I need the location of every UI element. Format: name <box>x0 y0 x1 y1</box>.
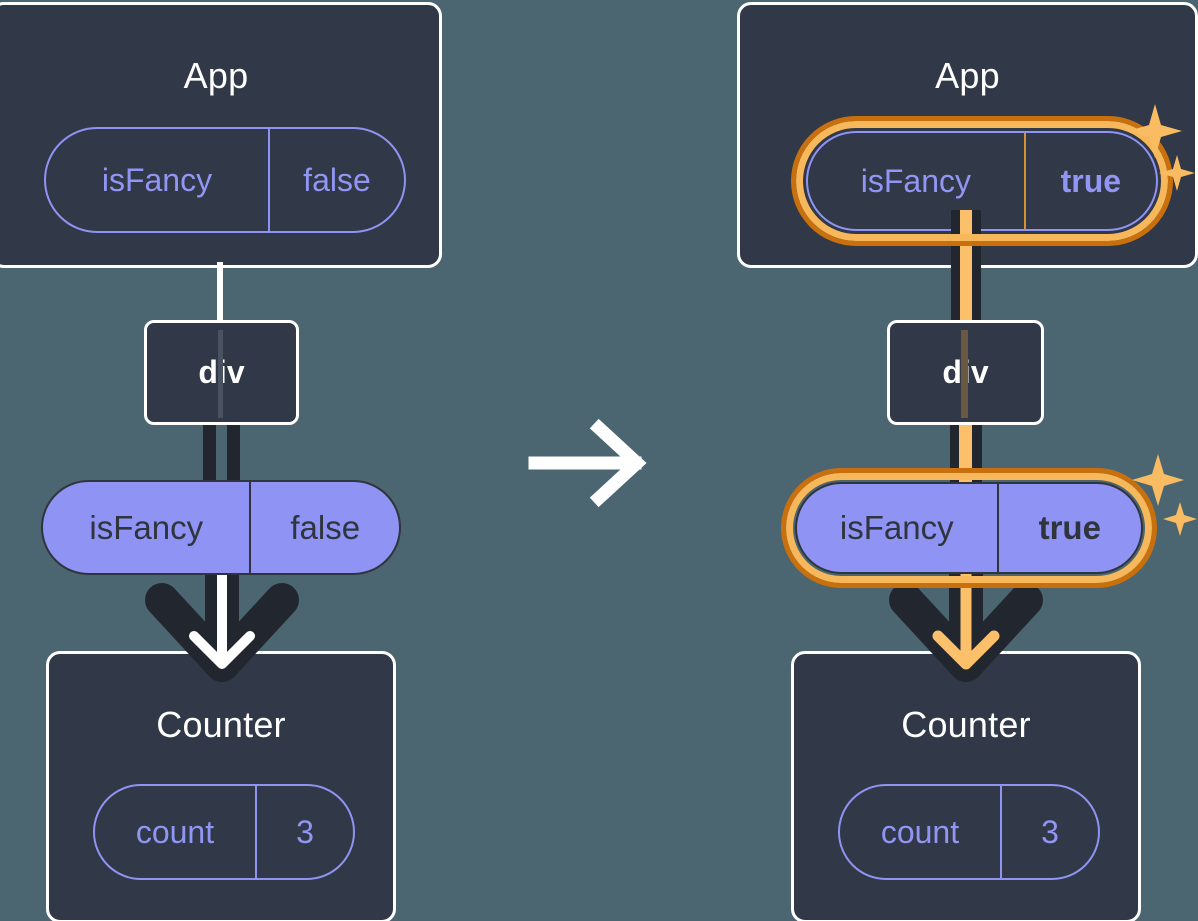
app-node-title-before: App <box>183 55 249 96</box>
propagation-arrow-before <box>145 570 299 682</box>
prop-pill-key-before: isFancy <box>89 508 204 546</box>
app-state-pill-value-after: true <box>1023 133 1156 229</box>
connector-div-to-pill-left-before <box>203 423 216 485</box>
propagation-arrow-after <box>889 570 1043 682</box>
right-arrow-icon <box>528 418 647 508</box>
prop-pill-value-after: true <box>996 484 1141 572</box>
prop-pill-before: isFancy false <box>41 480 401 575</box>
prop-pill-value-before: false <box>249 482 399 573</box>
counter-state-pill-before: count 3 <box>93 784 355 880</box>
app-node-before: App isFancy false <box>0 2 442 268</box>
counter-node-title-after: Counter <box>901 704 1031 745</box>
app-state-pill-value-before: false <box>267 129 404 231</box>
prop-pill-after: isFancy true <box>795 482 1143 574</box>
counter-state-pill-value-before: 3 <box>254 786 353 878</box>
connector-app-to-div-core-after <box>960 210 972 328</box>
app-state-pill-after: isFancy true <box>806 131 1158 231</box>
connector-div-to-pill-right-before <box>227 423 240 485</box>
counter-node-before: Counter count 3 <box>46 651 396 921</box>
prop-pill-key-after: isFancy <box>839 509 954 546</box>
counter-state-pill-after: count 3 <box>838 784 1100 880</box>
counter-node-after: Counter count 3 <box>791 651 1141 921</box>
app-state-pill-key-after: isFancy <box>860 162 971 199</box>
sparkle-icon-prop-after <box>1132 454 1197 536</box>
connector-through-div-before <box>218 330 223 418</box>
sparkle-icon-app-after <box>1128 104 1195 191</box>
app-node-title-after: App <box>935 55 1000 96</box>
counter-state-pill-key-before: count <box>135 813 215 850</box>
app-state-pill-before: isFancy false <box>44 127 406 233</box>
app-state-pill-key-before: isFancy <box>101 161 213 198</box>
counter-state-pill-key-after: count <box>880 813 960 850</box>
connector-div-to-pill-core-after <box>959 423 972 485</box>
counter-state-pill-value-after: 3 <box>999 786 1098 878</box>
connector-app-to-div-before <box>217 262 223 324</box>
connector-through-div-after <box>961 330 968 418</box>
counter-node-title-before: Counter <box>156 704 286 745</box>
